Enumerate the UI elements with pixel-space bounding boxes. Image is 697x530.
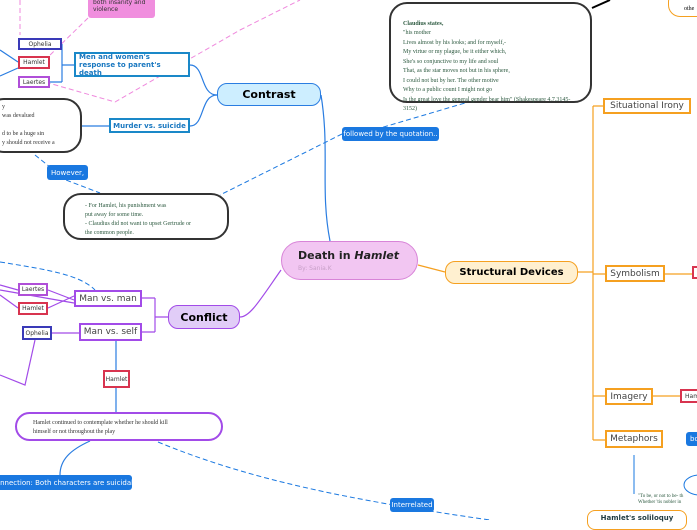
central-topic[interactable]: Death in Hamlet By: Sania.K [281, 241, 418, 280]
man-vs-self-node[interactable]: Man vs. self [79, 323, 142, 341]
claudius-title: Claudius states, [403, 20, 444, 27]
contrast-topic[interactable]: Contrast [217, 83, 321, 106]
chip-hamlet[interactable]: Hamlet [18, 56, 50, 69]
followed-by-quotation-relation[interactable]: followed by the quotation.. [342, 127, 439, 141]
chip-hamlet-conflict[interactable]: Hamlet [18, 302, 48, 315]
however-relation[interactable]: However, [47, 165, 89, 180]
conflict-topic[interactable]: Conflict [168, 305, 240, 329]
chip-ophelia[interactable]: Ophelia [18, 38, 62, 50]
connection-suicidal-relation[interactable]: Connection: Both characters are suicidal [0, 475, 133, 490]
partial-relation[interactable]: bo [686, 432, 697, 446]
central-title: Death in [298, 249, 355, 262]
chip-partial-symbolism[interactable] [692, 266, 697, 279]
chip-hamlet-self[interactable]: Hamlet [103, 370, 130, 388]
hamlets-soliloquy-node[interactable]: Hamlet's soliloquy [587, 510, 687, 530]
symbolism-node[interactable]: Symbolism [605, 265, 665, 282]
corner-note[interactable]: othe [668, 0, 697, 17]
central-author: By: Sania.K [298, 265, 332, 272]
soliloquy-quote: "To be, or not to be- th Whether 'tis no… [638, 494, 684, 505]
chip-ophelia-conflict[interactable]: Ophelia [22, 326, 52, 340]
murder-vs-suicide-node[interactable]: Murder vs. suicide [109, 118, 190, 133]
man-vs-man-node[interactable]: Man vs. man [74, 290, 142, 307]
claudius-quote-note[interactable]: Claudius states, "his mother Lives almos… [389, 2, 592, 112]
hamlet-contemplate-note[interactable]: Hamlet continued to contemplate whether … [15, 412, 223, 441]
situational-irony-node[interactable]: Situational Irony [603, 98, 691, 114]
imagery-node[interactable]: Imagery [605, 388, 653, 405]
metaphors-node[interactable]: Metaphors [605, 430, 663, 448]
men-women-response-node[interactable]: Men and women's response to parent's dea… [74, 52, 190, 77]
hamlet-punishment-note[interactable]: - For Hamlet, his punishment was put awa… [63, 193, 229, 240]
claudius-quote: "his mother Lives almost by his looks; a… [403, 30, 571, 112]
chip-laertes-conflict[interactable]: Laertes [18, 283, 48, 296]
central-title-italic: Hamlet [354, 249, 399, 262]
left-note[interactable]: y was devalued d to be a huge sin y shou… [0, 98, 82, 153]
interrelated-relation[interactable]: Interrelated [390, 498, 434, 512]
pink-note[interactable]: both insanity and violence [88, 0, 155, 18]
chip-partial-imagery[interactable]: Ham [680, 389, 697, 403]
structural-devices-topic[interactable]: Structural Devices [445, 261, 578, 284]
chip-laertes[interactable]: Laertes [18, 76, 50, 88]
